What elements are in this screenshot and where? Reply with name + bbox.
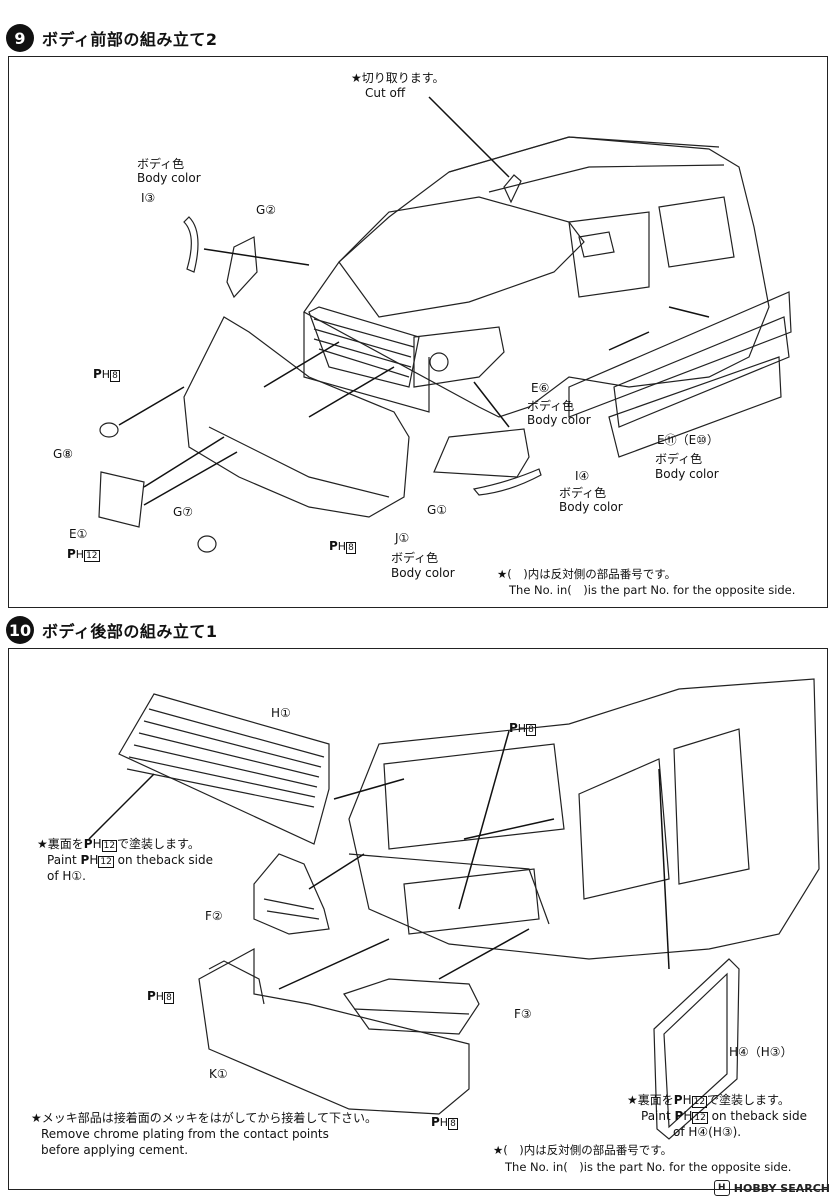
step-9-title: ボディ前部の組み立て2 — [42, 30, 218, 49]
part-h4: H④（H③） — [729, 1045, 793, 1059]
part-f2: F② — [205, 909, 223, 923]
step-9-number: 9 — [6, 24, 34, 52]
cut-off-en: Cut off — [365, 86, 406, 100]
chrome-note-en-2: before applying cement. — [41, 1143, 189, 1157]
step-10-drawing — [88, 678, 820, 1140]
part-e6: E⑥ — [531, 381, 550, 395]
step-9-panel: ★切り取ります。 Cut off ボディ色 Body color I③ G② P… — [8, 56, 828, 608]
chrome-note-en-1: Remove chrome plating from the contact p… — [41, 1127, 329, 1141]
body-color-jp-i4: ボディ色 — [559, 486, 607, 500]
step-9-header: 9 ボディ前部の組み立て2 — [6, 24, 218, 52]
part-j1: J① — [395, 531, 410, 545]
body-color-en-i3: Body color — [137, 171, 201, 185]
chrome-note-jp: ★メッキ部品は接着面のメッキをはがしてから接着して下さい。 — [31, 1111, 378, 1125]
step-10-note-jp: ★( )内は反対側の部品番号です。 — [493, 1143, 673, 1157]
part-k1: K① — [209, 1067, 228, 1081]
body-color-en-e11: Body color — [655, 467, 719, 481]
body-color-jp-e11: ボディ色 — [655, 452, 703, 466]
body-color-en-e6: Body color — [527, 413, 591, 427]
part-e11: E⑪（E⑩） — [657, 433, 719, 447]
step-9-note-jp: ★( )内は反対側の部品番号です。 — [497, 567, 677, 581]
step-10-header: 10 ボディ後部の組み立て1 — [6, 616, 218, 644]
step-10-number: 10 — [6, 616, 34, 644]
part-g1: G① — [427, 503, 448, 517]
part-g8: G⑧ — [53, 447, 74, 461]
body-color-jp-e6: ボディ色 — [527, 399, 575, 413]
cut-off-jp: ★切り取ります。 — [351, 71, 445, 85]
watermark-text: HOBBY SEARCH — [733, 1181, 830, 1195]
paint-left-en-3: of H①. — [47, 869, 86, 883]
step-9-drawing — [98, 96, 792, 553]
body-color-en-j1: Body color — [391, 566, 455, 580]
part-h1: H① — [271, 706, 291, 720]
hobby-search-logo-icon: H — [713, 1180, 730, 1196]
step-10-note-en: The No. in( )is the part No. for the opp… — [505, 1160, 792, 1174]
part-f3: F③ — [514, 1007, 532, 1021]
watermark: H HOBBY SEARCH — [713, 1180, 830, 1196]
step-10-title: ボディ後部の組み立て1 — [42, 622, 218, 641]
part-g7: G⑦ — [173, 505, 194, 519]
body-color-jp-j1: ボディ色 — [391, 551, 439, 565]
body-color-jp-i3: ボディ色 — [137, 157, 185, 171]
part-g2: G② — [256, 203, 277, 217]
paint-right-en-3: of H④(H③). — [673, 1125, 742, 1139]
body-color-en-i4: Body color — [559, 500, 623, 514]
part-i4: I④ — [575, 469, 590, 483]
part-i3: I③ — [141, 191, 156, 205]
part-e1: E① — [69, 527, 88, 541]
step-9-note-en: The No. in( )is the part No. for the opp… — [509, 583, 796, 597]
